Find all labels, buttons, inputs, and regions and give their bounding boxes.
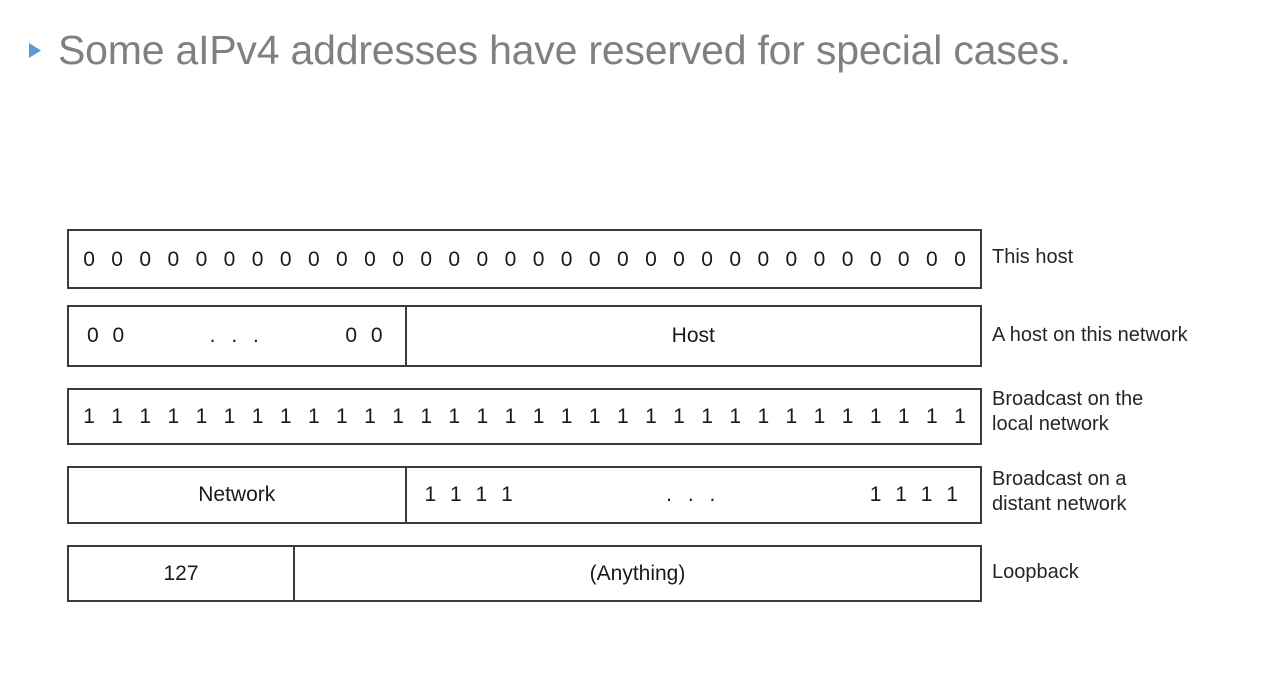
- bit-digit: 0: [560, 247, 573, 271]
- bit-digit: 1: [954, 405, 966, 428]
- bit-digit: 1: [279, 405, 292, 428]
- bit-digit: 0: [926, 247, 938, 271]
- bit-digit: 1: [251, 405, 264, 428]
- bit-digit: 0: [532, 247, 545, 271]
- triangle-right-icon: [29, 42, 41, 58]
- bit-digit: 0: [504, 247, 517, 271]
- bit-digit: 1: [364, 405, 376, 428]
- bit-digit: 0: [954, 247, 966, 271]
- bit-digit: 1: [841, 405, 854, 428]
- bit-digit: 1: [588, 405, 601, 428]
- pattern-ellipsis: . . .: [666, 483, 721, 506]
- row-caption-this-host: This host: [992, 246, 1074, 268]
- bit-digit: 1: [701, 405, 713, 428]
- bit-digit: 0: [420, 247, 433, 271]
- bit-digit: 1: [813, 405, 826, 428]
- bit-digit: 0: [813, 247, 826, 271]
- bit-digit: 1: [336, 405, 348, 428]
- bit-digit: 0: [448, 247, 461, 271]
- bit-digit: 1: [897, 405, 910, 428]
- pattern-right: 0 0: [345, 324, 387, 347]
- bit-digit: 0: [83, 247, 95, 271]
- bit-digit: 0: [841, 247, 854, 271]
- bit-digit: 0: [869, 247, 882, 271]
- bit-digit: 0: [476, 247, 489, 271]
- bit-digit: 1: [111, 405, 123, 428]
- bit-digit: 0: [139, 247, 152, 271]
- table-row: 127 (Anything): [67, 545, 982, 602]
- bit-digit: 1: [729, 405, 742, 428]
- bit-digit: 0: [364, 247, 376, 271]
- pattern-left: 0 0: [87, 324, 129, 347]
- bit-digit: 1: [223, 405, 236, 428]
- bit-digit: 0: [307, 247, 320, 271]
- bit-digit: 1: [448, 405, 461, 428]
- pattern-right: 1 1 1 1: [869, 483, 962, 506]
- bit-digit: 0: [279, 247, 292, 271]
- page-title: Some aIPv4 addresses have reserved for s…: [58, 27, 1071, 73]
- bit-digit: 0: [785, 247, 798, 271]
- pattern-ellipsis: . . .: [209, 324, 264, 347]
- row-caption-loopback: Loopback: [992, 561, 1079, 583]
- bit-digit: 1: [420, 405, 433, 428]
- diagram-cell-ones-suffix: 1 1 1 1 . . . 1 1 1 1: [404, 468, 980, 522]
- bit-digit: 1: [616, 405, 629, 428]
- bit-digit: 0: [897, 247, 910, 271]
- bit-digit: 1: [757, 405, 770, 428]
- diagram-cell-zero-prefix: 0 0 . . . 0 0: [69, 307, 405, 365]
- bit-digit: 1: [673, 405, 685, 428]
- slide-title-block: Some aIPv4 addresses have reserved for s…: [0, 18, 1260, 82]
- bit-digit: 0: [392, 247, 404, 271]
- cell-label: 127: [163, 561, 199, 585]
- diagram-cell-127: 127: [69, 547, 293, 600]
- row-caption-host-on-this-network: A host on this network: [992, 324, 1188, 346]
- bit-digit: 0: [588, 247, 601, 271]
- diagram-cell-anything: (Anything): [293, 547, 980, 600]
- bit-digit: 0: [223, 247, 236, 271]
- bit-pattern: 0 0 . . . 0 0: [69, 325, 405, 347]
- diagram-cell-network-field: Network: [69, 468, 405, 522]
- bit-pattern: 1 1 1 1 . . . 1 1 1 1: [407, 484, 980, 506]
- bit-digit: 1: [645, 405, 657, 428]
- bit-digit: 0: [757, 247, 770, 271]
- bit-digit: 1: [869, 405, 882, 428]
- row-caption-broadcast-local: Broadcast on the local network: [992, 388, 1144, 435]
- bit-digit: 0: [195, 247, 208, 271]
- cell-label: (Anything): [589, 561, 686, 585]
- table-row: 0 0 . . . 0 0 Host: [67, 305, 982, 367]
- row-caption-broadcast-distant: Broadcast on a distant network: [992, 468, 1127, 515]
- bit-digit: 0: [251, 247, 264, 271]
- bit-digit: 1: [532, 405, 545, 428]
- bit-digit: 0: [729, 247, 742, 271]
- bit-digit: 0: [167, 247, 180, 271]
- bit-digit: 0: [111, 247, 123, 271]
- cell-label: Network: [198, 483, 276, 506]
- pattern-left: 1 1 1 1: [424, 483, 517, 506]
- diagram-cell-host-field: Host: [404, 307, 980, 365]
- bit-digit: 0: [336, 247, 348, 271]
- bit-digit: 0: [616, 247, 629, 271]
- table-row: Network 1 1 1 1 . . . 1 1 1 1: [67, 466, 982, 524]
- bit-digit: 1: [560, 405, 573, 428]
- bit-digit: 0: [673, 247, 685, 271]
- bit-digit: 0: [701, 247, 713, 271]
- bit-digit: 1: [167, 405, 180, 428]
- bit-digit: 1: [83, 405, 95, 428]
- bit-digit: 1: [476, 405, 489, 428]
- bit-digit: 1: [504, 405, 517, 428]
- bit-digit: 1: [785, 405, 798, 428]
- bit-digit: 1: [139, 405, 152, 428]
- bit-digit: 1: [195, 405, 208, 428]
- bit-digit: 1: [392, 405, 404, 428]
- bit-digit: 1: [307, 405, 320, 428]
- bit-digit: 1: [926, 405, 938, 428]
- bit-digit: 0: [645, 247, 657, 271]
- cell-label: Host: [671, 324, 715, 347]
